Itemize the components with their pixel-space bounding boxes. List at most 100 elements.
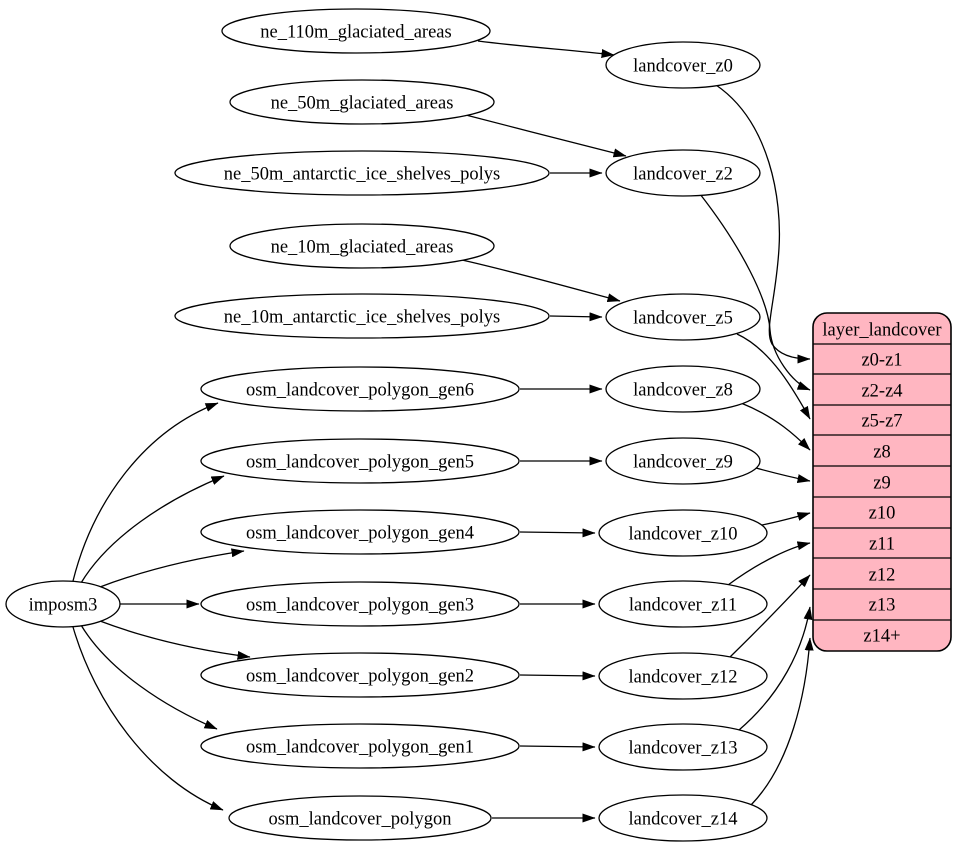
node-landcover-z11: landcover_z11 xyxy=(598,580,768,628)
source-ellipse xyxy=(200,438,520,484)
intermediate-ellipse xyxy=(598,794,768,842)
source-ellipse xyxy=(221,8,491,54)
edge-osm-landcover-polygon-gen2--landcover-z12 xyxy=(519,671,596,681)
intermediate-ellipse xyxy=(605,293,761,341)
node-osm-landcover-polygon-gen4: osm_landcover_polygon_gen4 xyxy=(200,509,520,555)
node-osm-landcover-polygon-gen1: osm_landcover_polygon_gen1 xyxy=(200,723,520,769)
node-ne-50m-antarctic-ice-shelves-polys: ne_50m_antarctic_ice_shelves_polys xyxy=(174,150,550,196)
edge-landcover-z14--layer-row-z14plus xyxy=(750,637,814,806)
source-ellipse xyxy=(200,581,520,627)
source-label: ne_10m_glaciated_areas xyxy=(271,237,454,257)
edge-imposm3--osm-landcover-polygon-gen2 xyxy=(99,620,251,660)
node-ne-10m-glaciated-areas: ne_10m_glaciated_areas xyxy=(229,223,495,269)
node-osm-landcover-polygon-gen6: osm_landcover_polygon_gen6 xyxy=(200,366,520,412)
intermediate-label: landcover_z8 xyxy=(633,380,733,400)
edge-imposm3--osm-landcover-polygon-gen1 xyxy=(80,624,218,730)
edge-landcover-z9--layer-row-z9 xyxy=(755,467,811,483)
layer-row-z9: z9 xyxy=(873,473,890,493)
node-layer: imposm3 ne_110m_glaciated_areas ne_50m_g… xyxy=(5,8,768,842)
layer-row-z12: z12 xyxy=(869,565,896,585)
source-ellipse xyxy=(200,509,520,555)
edge-imposm3--osm-landcover-polygon-gen5 xyxy=(80,475,225,584)
edge-ne-110m-glaciated-areas--landcover-z0 xyxy=(477,40,615,58)
node-landcover-z10: landcover_z10 xyxy=(598,509,768,557)
edge-imposm3--osm-landcover-polygon xyxy=(72,626,224,811)
imposm3-label: imposm3 xyxy=(29,595,98,615)
imposm3-ellipse xyxy=(5,580,121,628)
source-ellipse xyxy=(228,795,492,841)
node-osm-landcover-polygon: osm_landcover_polygon xyxy=(228,795,492,841)
node-landcover-z14: landcover_z14 xyxy=(598,794,768,842)
node-osm-landcover-polygon-gen5: osm_landcover_polygon_gen5 xyxy=(200,438,520,484)
edge-imposm3--osm-landcover-polygon-gen4 xyxy=(99,548,245,588)
source-ellipse xyxy=(229,79,495,125)
source-ellipse xyxy=(229,223,495,269)
edge-ne-10m-antarctic-ice-shelves-polys--landcover-z5 xyxy=(549,312,603,322)
source-label: osm_landcover_polygon_gen4 xyxy=(246,523,474,543)
node-imposm3: imposm3 xyxy=(5,580,121,628)
node-landcover-z2: landcover_z2 xyxy=(605,149,761,197)
intermediate-label: landcover_z14 xyxy=(629,809,738,829)
node-landcover-z0: landcover_z0 xyxy=(605,41,761,89)
edge-layer xyxy=(72,40,814,823)
layer-row-z10: z10 xyxy=(869,503,896,523)
edge-landcover-z11--layer-row-z11 xyxy=(727,541,811,586)
edge-landcover-z12--layer-row-z12 xyxy=(729,574,811,658)
source-ellipse xyxy=(174,150,550,196)
edge-landcover-z2--layer-row-z2-z4 xyxy=(699,193,811,391)
source-label: ne_10m_antarctic_ice_shelves_polys xyxy=(224,307,500,327)
layer-row-z11: z11 xyxy=(869,534,895,554)
edge-landcover-z13--layer-row-z13 xyxy=(738,606,813,731)
edge-ne-10m-glaciated-areas--landcover-z5 xyxy=(461,259,621,303)
node-ne-110m-glaciated-areas: ne_110m_glaciated_areas xyxy=(221,8,491,54)
intermediate-ellipse xyxy=(598,580,768,628)
layer-row-z8: z8 xyxy=(873,442,890,462)
edge-landcover-z0--layer-row-z0-z1 xyxy=(715,84,811,364)
source-label: osm_landcover_polygon xyxy=(269,809,452,829)
edge-landcover-z10--layer-row-z10 xyxy=(761,512,811,526)
node-osm-landcover-polygon-gen2: osm_landcover_polygon_gen2 xyxy=(200,652,520,698)
node-osm-landcover-polygon-gen3: osm_landcover_polygon_gen3 xyxy=(200,581,520,627)
edge-landcover-z8--layer-row-z8 xyxy=(740,402,811,451)
source-label: ne_50m_antarctic_ice_shelves_polys xyxy=(224,164,500,184)
intermediate-label: landcover_z2 xyxy=(633,164,733,184)
source-ellipse xyxy=(200,652,520,698)
layer-landcover-box xyxy=(812,312,952,652)
intermediate-ellipse xyxy=(598,723,768,771)
source-label: osm_landcover_polygon_gen6 xyxy=(246,380,474,400)
node-landcover-z12: landcover_z12 xyxy=(598,652,768,700)
layer-row-z13: z13 xyxy=(869,595,896,615)
intermediate-ellipse xyxy=(605,149,761,197)
intermediate-ellipse xyxy=(605,41,761,89)
source-label: osm_landcover_polygon_gen3 xyxy=(246,595,474,615)
intermediate-label: landcover_z0 xyxy=(633,56,733,76)
layer-row-z0-z1: z0-z1 xyxy=(861,350,902,370)
source-label: osm_landcover_polygon_gen1 xyxy=(246,737,474,757)
node-landcover-z5: landcover_z5 xyxy=(605,293,761,341)
intermediate-ellipse xyxy=(598,509,768,557)
edge-osm-landcover-polygon-gen1--landcover-z13 xyxy=(519,742,596,752)
node-ne-10m-antarctic-ice-shelves-polys: ne_10m_antarctic_ice_shelves_polys xyxy=(174,293,550,339)
intermediate-label: landcover_z9 xyxy=(633,452,733,472)
source-label: ne_110m_glaciated_areas xyxy=(260,22,451,42)
intermediate-ellipse xyxy=(605,365,761,413)
layer-row-z5-z7: z5-z7 xyxy=(861,411,902,431)
source-ellipse xyxy=(174,293,550,339)
intermediate-label: landcover_z13 xyxy=(629,738,738,758)
source-label: ne_50m_glaciated_areas xyxy=(271,93,454,113)
source-label: osm_landcover_polygon_gen5 xyxy=(246,452,474,472)
edge-osm-landcover-polygon-gen4--landcover-z10 xyxy=(519,528,596,538)
node-layer-landcover: layer_landcover z0-z1 z2-z4 z5-z7 z8 z9 … xyxy=(812,312,952,652)
source-label: osm_landcover_polygon_gen2 xyxy=(246,666,474,686)
node-landcover-z8: landcover_z8 xyxy=(605,365,761,413)
intermediate-ellipse xyxy=(598,652,768,700)
edge-imposm3--osm-landcover-polygon-gen6 xyxy=(72,402,219,582)
layer-row-z2-z4: z2-z4 xyxy=(861,381,902,401)
layer-landcover-title: layer_landcover xyxy=(822,320,941,340)
node-ne-50m-glaciated-areas: ne_50m_glaciated_areas xyxy=(229,79,495,125)
edge-ne-50m-glaciated-areas--landcover-z2 xyxy=(461,113,627,158)
edge-landcover-z5--layer-row-z5-z7 xyxy=(736,333,811,420)
intermediate-label: landcover_z11 xyxy=(629,595,737,615)
